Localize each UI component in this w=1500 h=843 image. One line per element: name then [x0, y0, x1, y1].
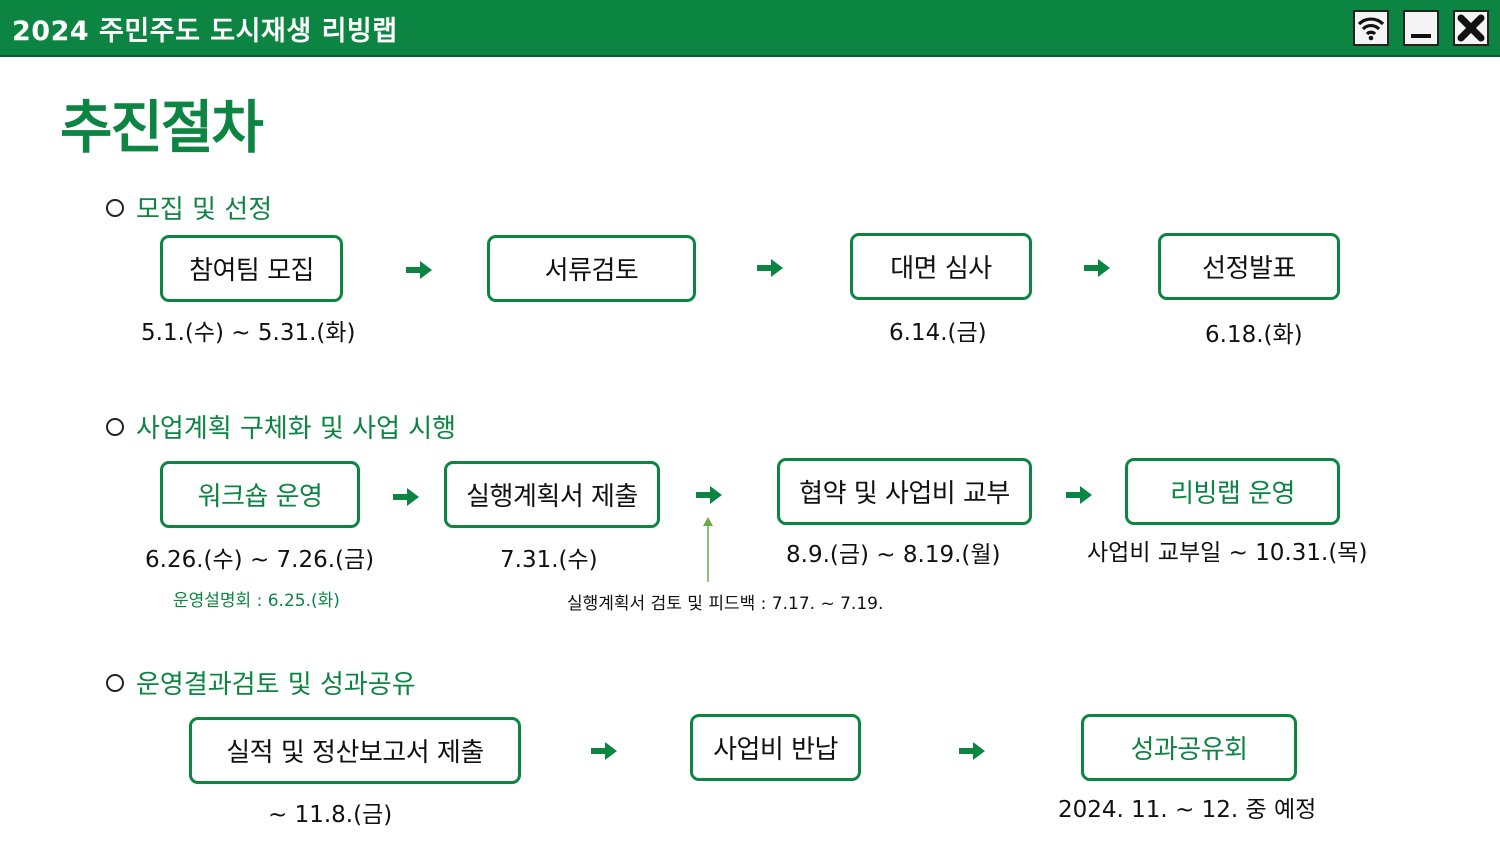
minimize-icon[interactable] — [1403, 10, 1439, 46]
step-label: 대면 심사 — [890, 254, 992, 284]
step-label: 성과공유회 — [1130, 735, 1248, 765]
section-plan-title: 사업계획 구체화 및 사업 시행 — [106, 408, 456, 445]
arrow-right-icon — [1084, 259, 1110, 277]
section-title-text: 사업계획 구체화 및 사업 시행 — [136, 414, 457, 444]
step-workshop: 워크숍 운영 — [160, 461, 360, 528]
feedback-note: 실행계획서 검토 및 피드백 : 7.17. ~ 7.19. — [567, 594, 884, 614]
circle-bullet-icon — [106, 198, 124, 217]
step-document-review: 서류검토 — [487, 235, 696, 302]
close-icon[interactable] — [1453, 10, 1489, 46]
step-label: 서류검토 — [544, 256, 639, 286]
step-label: 사업비 반납 — [713, 735, 838, 765]
step-date: 8.9.(금) ~ 8.19.(월) — [786, 542, 1001, 568]
step-label: 리빙랩 운영 — [1170, 479, 1295, 509]
step-label: 실적 및 정산보고서 제출 — [226, 738, 484, 768]
step-date: 6.14.(금) — [889, 320, 987, 346]
step-label: 참여팀 모집 — [189, 256, 314, 286]
wifi-icon[interactable] — [1353, 10, 1389, 46]
section-recruitment-title: 모집 및 선정 — [106, 189, 272, 226]
step-announcement: 선정발표 — [1158, 233, 1340, 300]
arrow-right-icon — [591, 742, 617, 760]
step-date: 2024. 11. ~ 12. 중 예정 — [1058, 797, 1317, 823]
arrow-right-icon — [696, 486, 722, 504]
circle-bullet-icon — [106, 417, 124, 436]
window-titlebar: 2024 주민주도 도시재생 리빙랩 — [0, 0, 1500, 57]
step-date: 5.1.(수) ~ 5.31.(화) — [141, 320, 356, 346]
step-date: 사업비 교부일 ~ 10.31.(목) — [1087, 540, 1368, 566]
step-livinglab-operation: 리빙랩 운영 — [1125, 458, 1340, 525]
step-date: 7.31.(수) — [500, 547, 598, 573]
page-heading: 추진절차 — [60, 95, 264, 161]
step-team-recruitment: 참여팀 모집 — [160, 235, 343, 302]
arrow-right-icon — [959, 742, 985, 760]
briefing-note: 운영설명회 : 6.25.(화) — [173, 591, 340, 611]
arrow-right-icon — [757, 259, 783, 277]
step-plan-submission: 실행계획서 제출 — [444, 461, 660, 528]
step-result-sharing: 성과공유회 — [1081, 714, 1297, 781]
section-results-title: 운영결과검토 및 성과공유 — [106, 664, 416, 701]
arrow-right-icon — [393, 488, 419, 506]
step-interview: 대면 심사 — [850, 233, 1032, 300]
step-label: 실행계획서 제출 — [466, 482, 638, 512]
section-title-text: 모집 및 선정 — [136, 195, 273, 225]
step-date: 6.26.(수) ~ 7.26.(금) — [145, 547, 375, 573]
step-date: ~ 11.8.(금) — [268, 802, 393, 828]
step-report-submission: 실적 및 정산보고서 제출 — [189, 717, 521, 784]
circle-bullet-icon — [106, 673, 124, 692]
step-label: 선정발표 — [1202, 254, 1296, 284]
window-title: 2024 주민주도 도시재생 리빙랩 — [12, 16, 398, 47]
step-label: 워크숍 운영 — [197, 482, 323, 512]
arrow-right-icon — [406, 261, 432, 279]
feedback-pointer-arrow — [703, 517, 713, 582]
step-budget-return: 사업비 반납 — [690, 714, 861, 781]
arrow-right-icon — [1066, 486, 1092, 504]
step-agreement: 협약 및 사업비 교부 — [777, 458, 1032, 525]
step-label: 협약 및 사업비 교부 — [799, 479, 1010, 509]
section-title-text: 운영결과검토 및 성과공유 — [136, 670, 416, 700]
step-date: 6.18.(화) — [1205, 322, 1303, 348]
